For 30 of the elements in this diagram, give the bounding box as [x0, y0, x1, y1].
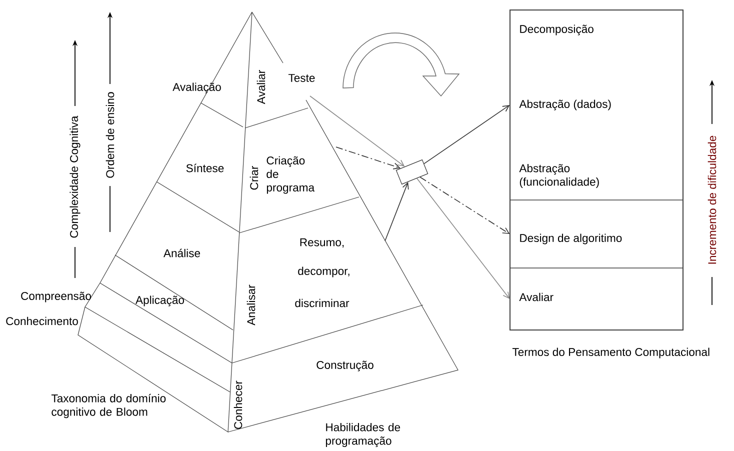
skill-label: Teste	[288, 74, 315, 82]
arrow	[416, 178, 510, 299]
term-section: Decomposição Abstração (dados) Abstração (funcionalidade)	[510, 10, 684, 200]
level-label: Síntese	[186, 164, 224, 172]
level-label: Analisar	[246, 284, 256, 326]
term-section: Design de algoritimo	[510, 200, 684, 268]
axis-label: Complexidade Cognitiva	[70, 116, 80, 238]
arrow	[310, 96, 405, 167]
box-label: Termos do Pensamento Computacional	[512, 348, 710, 358]
level-label: Compreensão	[21, 292, 91, 302]
term-section: Avaliar	[510, 268, 684, 330]
level-label: Conhecer	[234, 380, 242, 429]
level-label: Aplicação	[136, 296, 184, 306]
skill-label: Criação de programa	[266, 156, 315, 194]
axis-label: Incremento de dificuldade	[708, 136, 716, 264]
arrow	[424, 105, 510, 164]
level-label: Conhecimento	[6, 316, 78, 326]
level-label: Criar	[250, 166, 258, 190]
skill-label: decompor,	[298, 266, 350, 278]
skill-label: discriminar	[295, 298, 350, 308]
caption: Habilidades de programação	[326, 422, 400, 448]
arrow	[336, 146, 401, 170]
level-label: Análise	[164, 248, 200, 258]
caption: Taxonomia do domínio cognitivo de Bloom	[51, 394, 166, 418]
arrow	[420, 176, 510, 234]
skill-label: Resumo,	[300, 238, 344, 248]
arrow	[384, 182, 409, 242]
level-label: Avaliar	[256, 70, 266, 104]
skill-label: Construção	[316, 360, 374, 372]
axis-label: Ordem de ensino	[106, 92, 114, 178]
